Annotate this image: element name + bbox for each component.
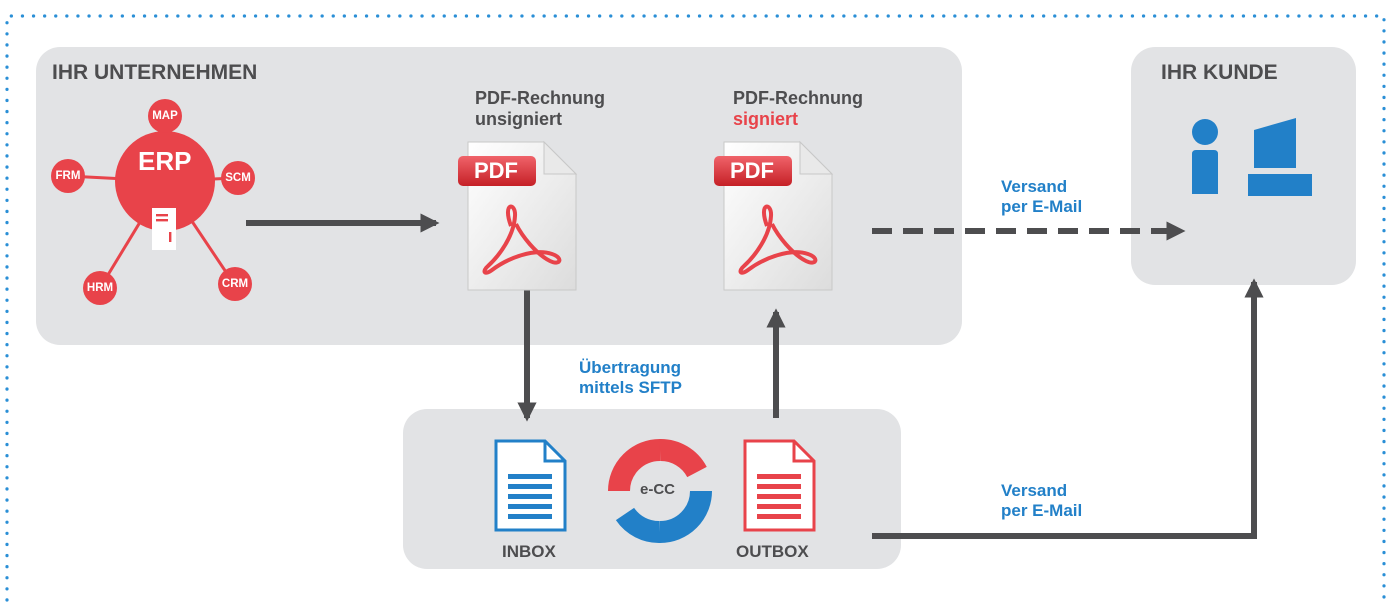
outbox-label: OUTBOX bbox=[736, 542, 809, 561]
module-frm: FRM bbox=[51, 159, 85, 193]
customer-panel bbox=[1131, 47, 1356, 285]
customer-title: IHR KUNDE bbox=[1161, 61, 1278, 84]
pdf-signed-line1: PDF-Rechnung bbox=[733, 88, 863, 108]
module-crm: CRM bbox=[218, 267, 252, 301]
pdf-badge-signed: PDF bbox=[730, 158, 774, 183]
transfer-line2: mittels SFTP bbox=[579, 378, 682, 397]
pdf-unsigned-line1: PDF-Rechnung bbox=[475, 88, 605, 108]
module-scm: SCM bbox=[221, 161, 255, 195]
inbox-label: INBOX bbox=[502, 542, 556, 561]
company-title: IHR UNTERNEHMEN bbox=[52, 61, 258, 84]
customer-computer-icon bbox=[1248, 118, 1312, 196]
pdf-unsigned-line2: unsigniert bbox=[475, 109, 563, 129]
inbox-document-icon bbox=[494, 439, 567, 532]
outbox-document-icon bbox=[743, 439, 816, 532]
arrow-outbox-to-customer bbox=[872, 278, 1264, 539]
pdf-unsigned-icon: PDF bbox=[456, 140, 584, 296]
transfer-line1: Übertragung bbox=[579, 358, 681, 377]
pdf-signed-line2: signiert bbox=[733, 109, 799, 129]
shipping-top-line2: per E-Mail bbox=[1001, 197, 1083, 216]
module-map: MAP bbox=[148, 99, 182, 133]
ecc-logo-text: e-CC bbox=[640, 481, 676, 498]
pdf-signed-icon: PDF bbox=[712, 140, 840, 296]
ecc-logo-icon bbox=[608, 439, 712, 543]
shipping-bottom-line1: Versand bbox=[1001, 481, 1068, 500]
customer-person-icon bbox=[1192, 119, 1218, 194]
erp-label: ERP bbox=[138, 146, 192, 176]
shipping-bottom-line2: per E-Mail bbox=[1001, 501, 1083, 520]
erp-hub bbox=[67, 118, 238, 289]
module-hrm: HRM bbox=[83, 271, 117, 305]
shipping-top-line1: Versand bbox=[1001, 177, 1068, 196]
erp-server-icon bbox=[152, 208, 176, 250]
pdf-badge-unsigned: PDF bbox=[474, 158, 518, 183]
